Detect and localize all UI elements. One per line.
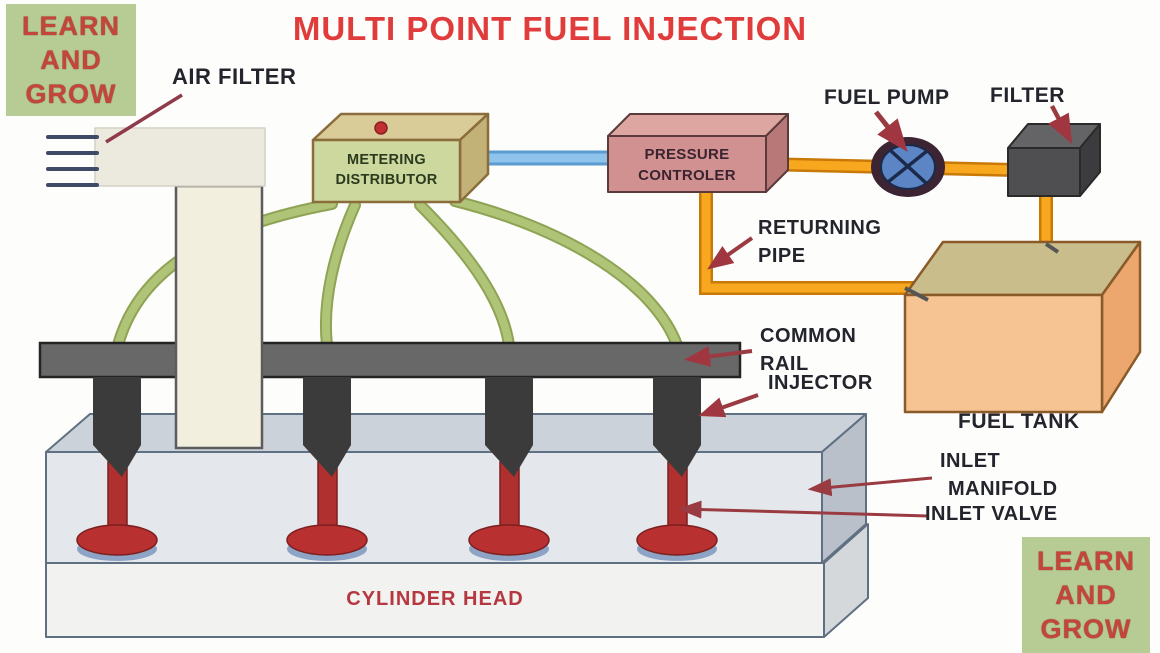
injector: [303, 377, 351, 477]
badge-line: AND: [40, 45, 102, 75]
air-filter-vents: [46, 135, 99, 187]
returning-line2: PIPE: [758, 245, 806, 267]
common-rail-arrow: [684, 346, 753, 367]
fuel-filter-box: [1007, 123, 1101, 197]
badge-line: LEARN: [22, 11, 120, 41]
air-filter-pointer-line: [105, 93, 183, 144]
air-filter-label: AIR FILTER: [172, 64, 297, 89]
injectors: [93, 377, 701, 477]
returning-pipe-arrow: [707, 236, 754, 270]
returning-pipe-label: RETURNING PIPE: [758, 214, 881, 270]
air-filter-body: [46, 93, 266, 187]
badge-line: GROW: [1040, 614, 1132, 644]
injector: [485, 377, 533, 477]
metering-line1: METERING: [347, 152, 426, 168]
common-rail-line2: RAIL: [760, 353, 809, 375]
learn-and-grow-badge-top: LEARN AND GROW: [6, 4, 136, 116]
fuel-tank-box: [903, 240, 1142, 414]
inlet-valve: [76, 461, 158, 561]
injector-arrow: [698, 393, 759, 418]
metering-distributor-box: [311, 112, 490, 204]
manifold-label: MANIFOLD: [948, 478, 1058, 500]
inlet-manifold-arrow: [807, 476, 933, 497]
metering-distributor-label: METERING DISTRIBUTOR: [313, 150, 460, 190]
pressure-controller-box: [607, 113, 789, 193]
metering-line2: DISTRIBUTOR: [335, 172, 438, 188]
filter-arrow: [1048, 104, 1073, 144]
distributor-cap-dot: [374, 121, 388, 135]
pressure-line1: PRESSURE: [644, 146, 730, 163]
fuel-pump: [871, 137, 945, 197]
page-title: MULTI POINT FUEL INJECTION: [292, 10, 808, 47]
learn-and-grow-badge-bottom: LEARN AND GROW: [1022, 537, 1150, 653]
inlet-manifold-block: [45, 413, 867, 564]
badge-line: AND: [1055, 580, 1117, 610]
badge-line: LEARN: [1037, 546, 1135, 576]
fuel-pump-label: FUEL PUMP: [824, 86, 950, 109]
air-duct: [174, 184, 264, 450]
inlet-label: INLET: [940, 450, 1001, 472]
inlet-valve: [286, 461, 368, 561]
common-rail: [38, 341, 742, 379]
pressure-line2: CONTROLER: [638, 167, 736, 184]
inlet-valves: [76, 461, 718, 561]
cylinder-head-label: CYLINDER HEAD: [346, 588, 524, 610]
injector: [653, 377, 701, 477]
filter-label: FILTER: [990, 84, 1065, 107]
inlet-valve: [468, 461, 550, 561]
badge-line: GROW: [25, 79, 117, 109]
annotation-arrows: [677, 104, 1073, 519]
inlet-valve-arrow: [677, 500, 929, 519]
returning-line1: RETURNING: [758, 217, 882, 239]
fuel-hoses: [112, 195, 683, 351]
fuel-pump-arrow: [874, 110, 908, 152]
injector-label: INJECTOR: [768, 372, 873, 394]
pressure-controller-label: PRESSURE CONTROLER: [608, 144, 766, 186]
fuel-tank-label: FUEL TANK: [958, 410, 1080, 433]
injector: [93, 377, 141, 477]
common-rail-line1: COMMON: [760, 325, 857, 347]
common-rail-label: COMMON RAIL: [760, 322, 856, 378]
inlet-valve-label: INLET VALVE: [925, 503, 1058, 525]
